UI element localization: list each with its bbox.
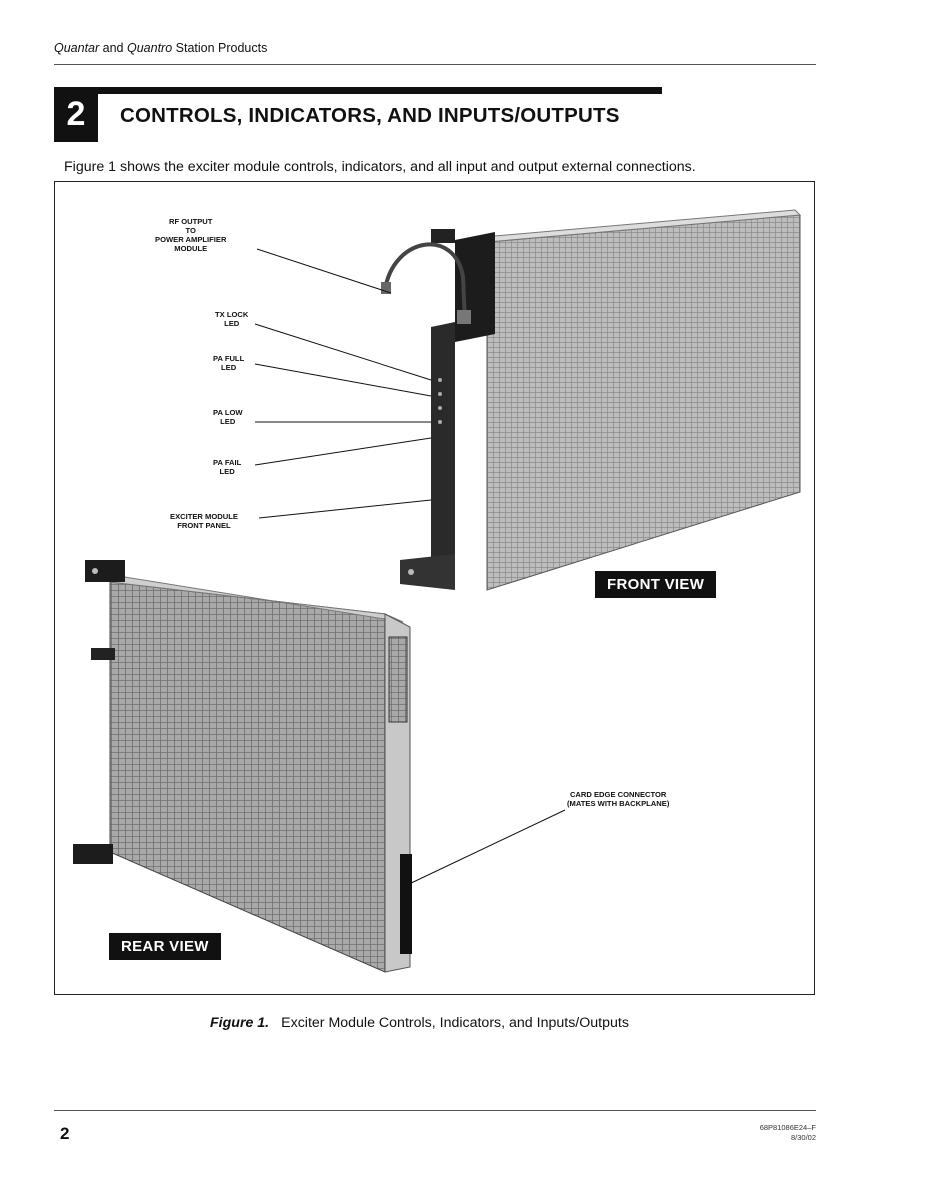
rear-view-module xyxy=(73,560,412,972)
doc-date: 8/30/02 xyxy=(760,1133,816,1143)
header-product-1: Quantar xyxy=(54,41,99,55)
intro-paragraph: Figure 1 shows the exciter module contro… xyxy=(64,159,696,175)
label-tx-lock: TX LOCK LED xyxy=(215,310,248,328)
running-header: Quantar and Quantro Station Products xyxy=(54,41,267,55)
header-suffix: Station Products xyxy=(172,41,267,55)
header-rule xyxy=(54,64,816,65)
label-pa-full: PA FULL LED xyxy=(213,354,244,372)
label-rf-output: RF OUTPUT TO POWER AMPLIFIER MODULE xyxy=(155,217,226,253)
section-rule xyxy=(54,87,662,94)
page-number: 2 xyxy=(60,1124,69,1144)
section-number: 2 xyxy=(54,87,98,142)
doc-info: 68P81086E24–F 8/30/02 xyxy=(760,1123,816,1143)
figure-caption-label: Figure 1. xyxy=(210,1015,269,1031)
label-pa-fail: PA FAIL LED xyxy=(213,458,241,476)
section-title: CONTROLS, INDICATORS, AND INPUTS/OUTPUTS xyxy=(120,104,620,128)
figure-caption: Figure 1. Exciter Module Controls, Indica… xyxy=(210,1015,629,1031)
doc-number: 68P81086E24–F xyxy=(760,1123,816,1133)
label-front-panel: EXCITER MODULE FRONT PANEL xyxy=(170,512,238,530)
front-view-tag: FRONT VIEW xyxy=(595,571,716,598)
front-view-module xyxy=(381,210,800,590)
label-card-edge-connector: CARD EDGE CONNECTOR (MATES WITH BACKPLAN… xyxy=(567,790,669,808)
footer-rule xyxy=(54,1110,816,1111)
rear-view-tag: REAR VIEW xyxy=(109,933,221,960)
figure-caption-text: Exciter Module Controls, Indicators, and… xyxy=(281,1015,629,1031)
figure-frame: RF OUTPUT TO POWER AMPLIFIER MODULE TX L… xyxy=(54,181,815,995)
header-and: and xyxy=(99,41,127,55)
header-product-2: Quantro xyxy=(127,41,172,55)
label-pa-low: PA LOW LED xyxy=(213,408,243,426)
